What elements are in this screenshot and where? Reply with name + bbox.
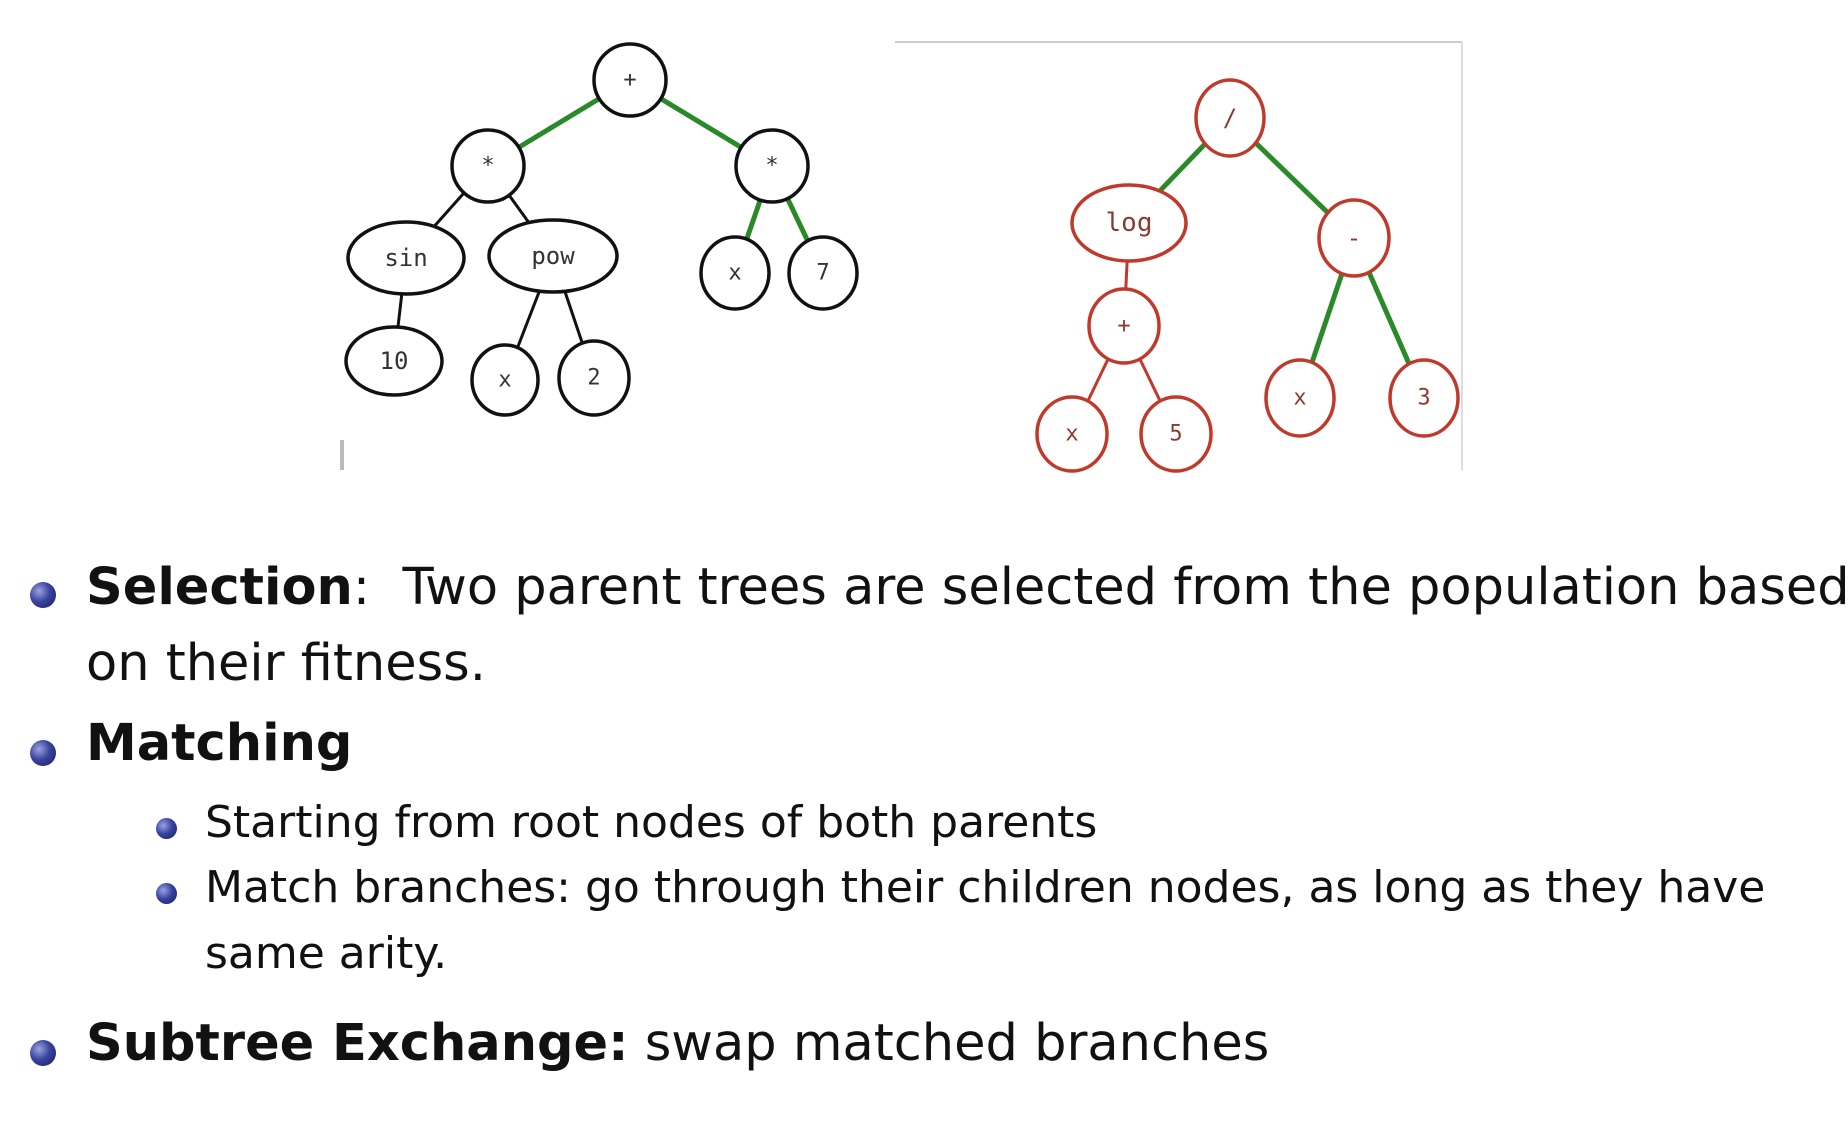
node-label: x	[728, 261, 741, 286]
node-label: x	[498, 368, 511, 393]
selection-text-2: on their fitness.	[86, 634, 486, 693]
node-ellipse	[346, 220, 466, 296]
node-label: pow	[531, 242, 575, 270]
node-ellipse	[1139, 395, 1213, 473]
matching-line: Matching	[86, 714, 352, 773]
node-label: +	[623, 68, 636, 93]
node-label: 7	[816, 261, 829, 286]
matching-sub-1: Starting from root nodes of both parents	[205, 797, 1097, 848]
tree-node-l_10: 10	[344, 325, 444, 397]
node-ellipse	[1070, 183, 1188, 263]
matching-sub-2-line-2: same arity.	[205, 928, 447, 979]
node-ellipse	[344, 325, 444, 397]
node-ellipse	[470, 343, 540, 417]
node-label: x	[1293, 386, 1306, 411]
bullet-matching	[30, 740, 56, 766]
node-label: x	[1065, 422, 1078, 447]
matching-term: Matching	[86, 714, 353, 773]
tree-node-l_mul1: *	[450, 128, 526, 204]
tree-node-r_3: 3	[1388, 358, 1460, 438]
tree-node-r_x1: x	[1035, 395, 1109, 473]
tree-node-l_pow: pow	[487, 218, 619, 294]
node-label: 5	[1169, 422, 1182, 447]
node-label: 2	[587, 366, 600, 391]
exchange-term: Subtree Exchange:	[86, 1014, 629, 1073]
bullet-selection	[30, 582, 56, 608]
node-label: *	[765, 154, 778, 179]
node-ellipse	[1317, 198, 1391, 278]
selection-line-1: Selection: Two parent trees are selected…	[86, 558, 1848, 617]
node-ellipse	[734, 128, 810, 204]
node-ellipse	[1035, 395, 1109, 473]
selection-line-2: on their fitness.	[86, 634, 486, 693]
matching-sub-1-text: Starting from root nodes of both parents	[205, 797, 1098, 848]
node-ellipse	[1388, 358, 1460, 438]
matching-sub-2-text-1: Match branches: go through their childre…	[205, 862, 1766, 913]
tree-node-r_log: log	[1070, 183, 1188, 263]
node-ellipse	[1194, 78, 1266, 158]
node-label: -	[1347, 224, 1361, 252]
tree-node-l_2: 2	[557, 339, 631, 417]
sub-bullet-2	[156, 883, 177, 904]
tree-node-l_x1: x	[699, 235, 771, 311]
node-label: /	[1223, 104, 1237, 132]
node-label: +	[1117, 314, 1130, 339]
node-ellipse	[787, 235, 859, 311]
node-ellipse	[487, 218, 619, 294]
node-label: log	[1106, 208, 1153, 238]
selection-term: Selection	[86, 558, 353, 617]
node-ellipse	[1087, 287, 1161, 365]
exchange-text: swap matched branches	[644, 1014, 1270, 1073]
selection-colon: :	[352, 558, 371, 617]
tree-node-l_7: 7	[787, 235, 859, 311]
tree-node-l_sin: sin	[346, 220, 466, 296]
tree-node-l_x2: x	[470, 343, 540, 417]
node-label: 10	[380, 347, 409, 375]
selection-text-1: Two parent trees are selected from the p…	[402, 558, 1848, 617]
tree-node-r_x2: x	[1264, 358, 1336, 438]
node-ellipse	[699, 235, 771, 311]
tree-node-r_root: /	[1194, 78, 1266, 158]
crossover-trees-diagram: + * * sin pow x 7 10 x 2 / log - + x 5 x 3	[340, 41, 1463, 473]
matching-sub-2-line-1: Match branches: go through their childre…	[205, 862, 1765, 913]
tree-node-l_root: +	[592, 42, 668, 118]
node-ellipse	[1264, 358, 1336, 438]
node-ellipse	[592, 42, 668, 118]
sub-bullet-1	[156, 818, 177, 839]
tree-node-r_minus: -	[1317, 198, 1391, 278]
node-label: *	[481, 154, 494, 179]
node-ellipse	[557, 339, 631, 417]
node-ellipse	[450, 128, 526, 204]
left-parent-tree: + * * sin pow x 7 10 x 2	[344, 42, 859, 417]
tree-node-r_plus: +	[1087, 287, 1161, 365]
bullet-exchange	[30, 1040, 56, 1066]
exchange-line: Subtree Exchange: swap matched branches	[86, 1014, 1269, 1073]
matching-sub-2-text-2: same arity.	[205, 928, 448, 979]
tree-node-l_mul2: *	[734, 128, 810, 204]
tree-node-r_5: 5	[1139, 395, 1213, 473]
right-parent-tree: / log - + x 5 x 3	[1035, 78, 1460, 473]
node-label: sin	[384, 244, 427, 272]
node-label: 3	[1417, 386, 1430, 411]
